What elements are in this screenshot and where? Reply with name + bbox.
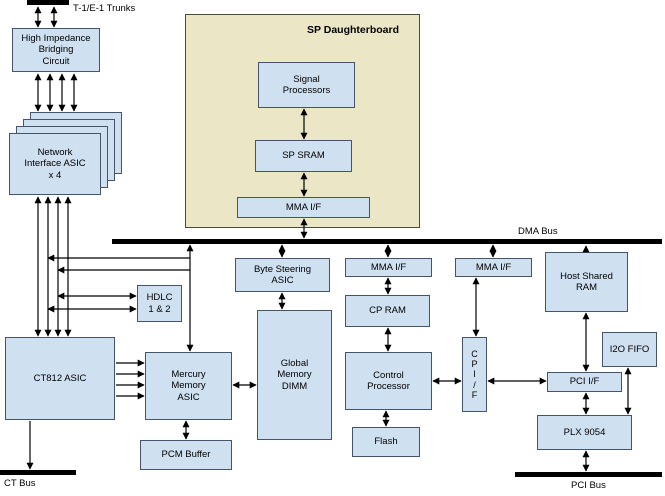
trunk-bus-bar bbox=[27, 0, 69, 5]
block-cp-ram: CP RAM bbox=[345, 295, 430, 327]
block-cp-if: C P I / F bbox=[462, 337, 487, 412]
ct812-to-mercury-arrows bbox=[116, 359, 145, 400]
block-mercury-memory-asic: Mercury Memory ASIC bbox=[145, 352, 232, 420]
block-mma-if-daughterboard: MMA I/F bbox=[237, 197, 370, 218]
block-label: Mercury Memory ASIC bbox=[171, 369, 206, 403]
block-label: HDLC 1 & 2 bbox=[146, 292, 173, 315]
sp-daughterboard-title: SP Daughterboard bbox=[307, 24, 399, 36]
ct-bus-bar bbox=[0, 470, 76, 475]
block-pcm-buffer: PCM Buffer bbox=[140, 440, 232, 470]
bridging-to-network-asic-arrows bbox=[34, 73, 78, 112]
block-label: Host Shared RAM bbox=[560, 270, 613, 293]
block-network-interface-asic: Network Interface ASIC x 4 bbox=[9, 133, 101, 195]
block-label: MMA I/F bbox=[285, 201, 322, 213]
dma-bus-bar bbox=[112, 239, 662, 244]
block-sp-sram: SP SRAM bbox=[255, 140, 352, 172]
block-label: I2O FIFO bbox=[609, 343, 650, 355]
block-flash: Flash bbox=[352, 427, 420, 457]
dma-bus-label: DMA Bus bbox=[518, 226, 558, 237]
trunk-arrows bbox=[34, 6, 58, 28]
block-label: Control Processor bbox=[367, 369, 410, 392]
block-byte-steering-asic: Byte Steering ASIC bbox=[235, 258, 330, 292]
block-signal-processors: Signal Processors bbox=[258, 62, 355, 108]
block-label: CT812 ASIC bbox=[33, 372, 87, 384]
block-ct812-asic: CT812 ASIC bbox=[5, 337, 115, 420]
block-label: MMA I/F bbox=[475, 261, 512, 273]
block-i2o-fifo: I2O FIFO bbox=[602, 332, 657, 367]
block-label: High Impedance Bridging Circuit bbox=[21, 33, 91, 67]
block-label: Flash bbox=[374, 436, 398, 448]
block-label: PCI I/F bbox=[569, 376, 600, 388]
block-label: CP RAM bbox=[369, 305, 406, 317]
block-label: PCM Buffer bbox=[161, 449, 211, 461]
block-mma-if-right: MMA I/F bbox=[455, 258, 532, 277]
block-label: Signal Processors bbox=[282, 73, 331, 96]
ct-bus-label: CT Bus bbox=[4, 478, 36, 489]
block-label: MMA I/F bbox=[370, 261, 407, 273]
block-label: SP SRAM bbox=[282, 150, 325, 162]
block-hdlc: HDLC 1 & 2 bbox=[137, 285, 182, 322]
block-mma-if-left: MMA I/F bbox=[345, 258, 432, 277]
block-label: Global Memory DIMM bbox=[277, 358, 312, 392]
block-plx-9054: PLX 9054 bbox=[537, 415, 632, 450]
sp-daughterboard-region bbox=[185, 14, 420, 228]
pci-bus-bar bbox=[515, 472, 662, 477]
network-asic-to-ct812-bundle bbox=[34, 196, 72, 337]
block-label: PLX 9054 bbox=[563, 426, 606, 438]
block-high-impedance-bridging-circuit: High Impedance Bridging Circuit bbox=[12, 28, 100, 72]
block-label: Network Interface ASIC x 4 bbox=[24, 147, 86, 181]
pci-bus-label: PCI Bus bbox=[571, 480, 606, 491]
block-label: C P I / F bbox=[471, 348, 478, 401]
trunks-label: T-1/E-1 Trunks bbox=[73, 3, 136, 14]
block-global-memory-dimm: Global Memory DIMM bbox=[257, 310, 332, 440]
block-label: Byte Steering ASIC bbox=[253, 263, 312, 286]
block-host-shared-ram: Host Shared RAM bbox=[545, 252, 628, 312]
block-pci-if: PCI I/F bbox=[547, 372, 622, 392]
block-control-processor: Control Processor bbox=[345, 352, 432, 410]
